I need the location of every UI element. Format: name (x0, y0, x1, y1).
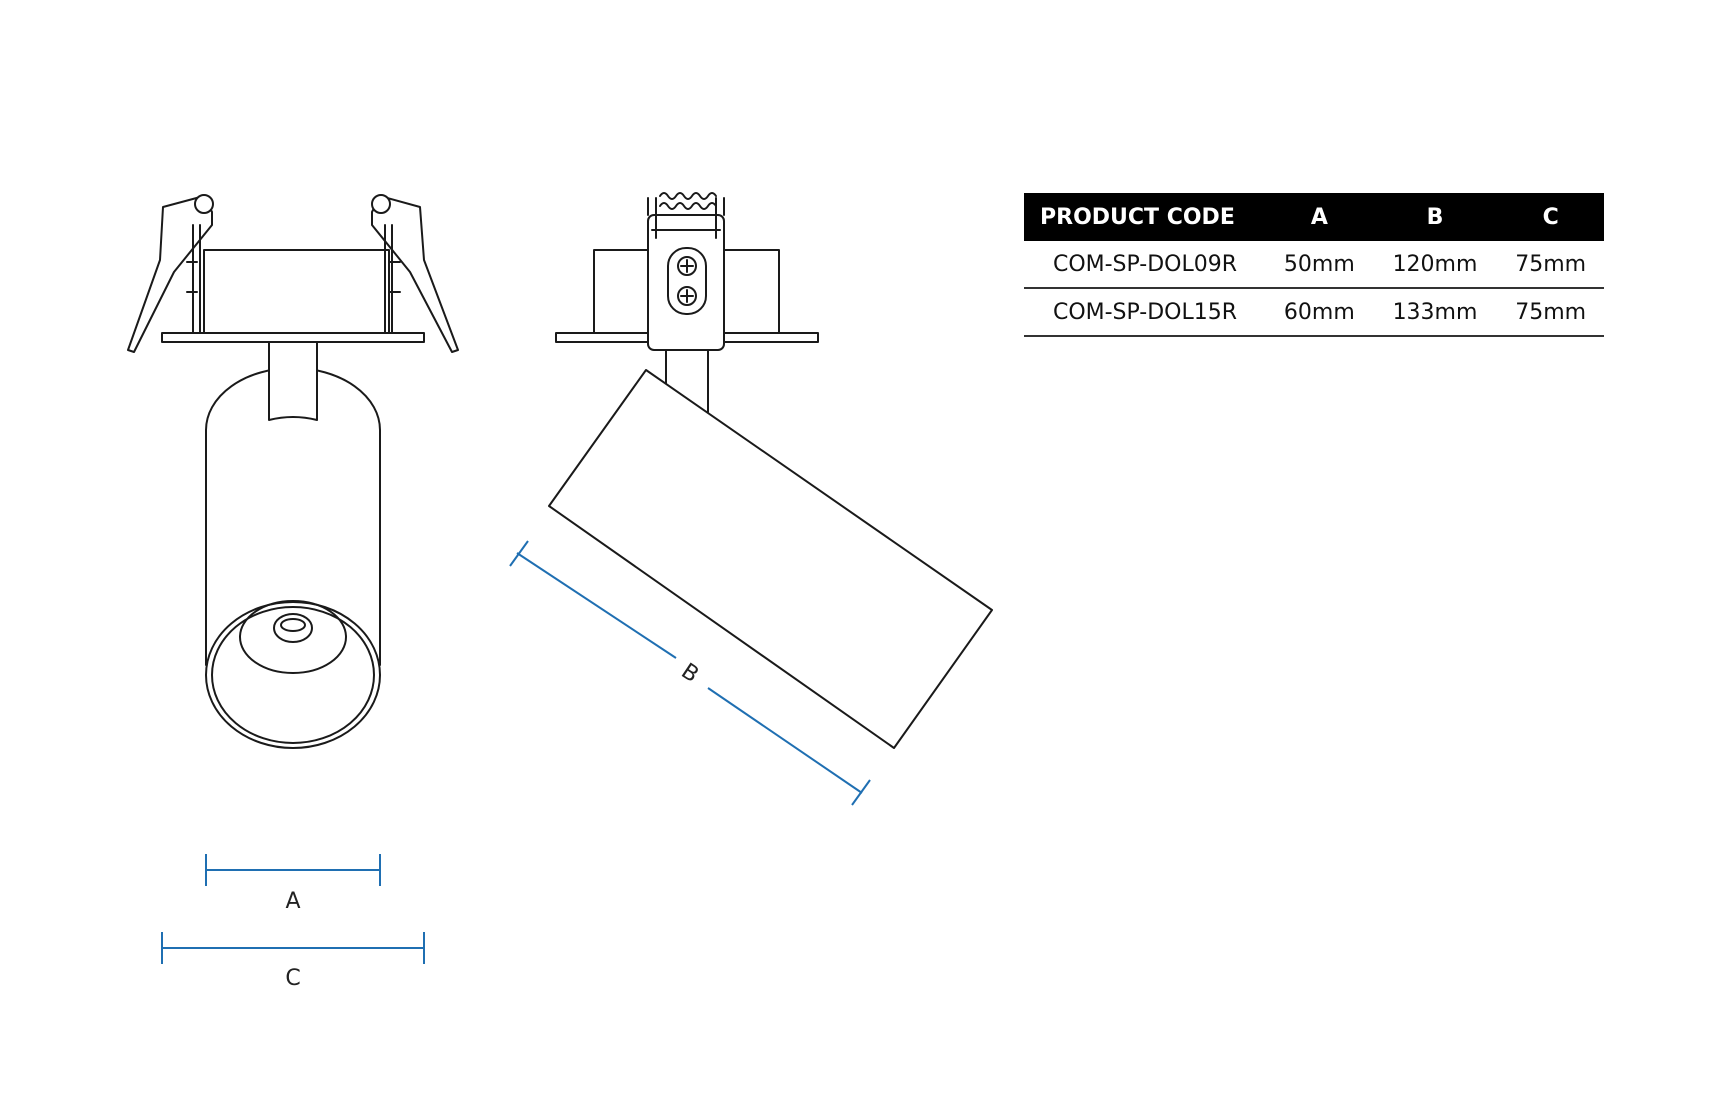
header-product-code: PRODUCT CODE (1024, 193, 1266, 241)
dimension-c: C (161, 932, 425, 991)
front-stem (268, 341, 318, 421)
right-spring-clip (371, 194, 459, 353)
header-b: B (1372, 193, 1498, 241)
cell-product-code: COM-SP-DOL15R (1024, 288, 1266, 337)
left-spring-clip (127, 194, 214, 353)
header-a: A (1266, 193, 1373, 241)
side-bracket (647, 192, 725, 351)
cell-b: 133mm (1372, 288, 1498, 337)
table-row: COM-SP-DOL15R 60mm 133mm 75mm (1024, 288, 1604, 337)
side-body-tilted (548, 369, 993, 749)
cell-c: 75mm (1497, 288, 1604, 337)
product-spec-table: PRODUCT CODE A B C COM-SP-DOL09R 50mm 12… (1024, 193, 1604, 337)
cell-a: 50mm (1266, 241, 1373, 289)
front-view (127, 194, 459, 749)
table-header-row: PRODUCT CODE A B C (1024, 193, 1604, 241)
cell-product-code: COM-SP-DOL09R (1024, 241, 1266, 289)
header-c: C (1497, 193, 1604, 241)
table-row: COM-SP-DOL09R 50mm 120mm 75mm (1024, 241, 1604, 289)
dimension-b-label: B (676, 659, 702, 688)
cell-b: 120mm (1372, 241, 1498, 289)
side-view (548, 192, 993, 749)
dimension-a-label: A (285, 889, 300, 914)
front-flange (161, 332, 425, 343)
front-trim-box (203, 249, 390, 334)
dimension-a: A (205, 854, 381, 914)
cell-a: 60mm (1266, 288, 1373, 337)
cell-c: 75mm (1497, 241, 1604, 289)
dimension-c-label: C (285, 966, 300, 991)
